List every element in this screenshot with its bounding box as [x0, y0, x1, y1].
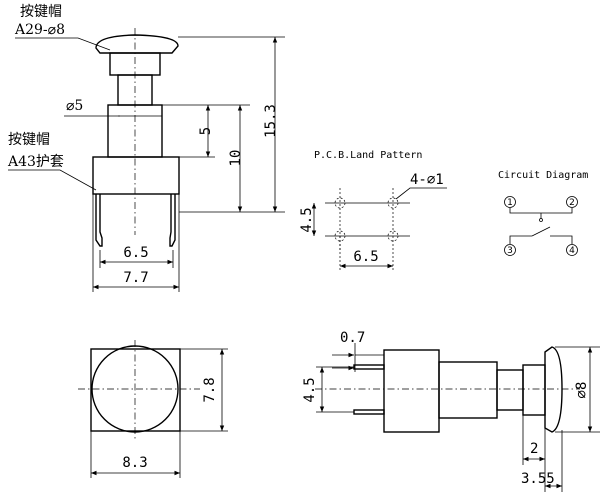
side-body [383, 349, 440, 433]
cap-name-label: 按键帽 [20, 4, 62, 20]
shaft-diameter-label: ⌀5 [66, 98, 83, 114]
pcb-hole-3 [334, 230, 346, 242]
pin-4 [566, 244, 578, 256]
side-terminal-top [353, 364, 385, 370]
sleeve-model-label: A43护套 [7, 154, 64, 170]
svg-text:2: 2 [569, 198, 575, 208]
dim-2-text: 2 [530, 441, 538, 457]
dim-6-5-text: 6.5 [123, 245, 148, 261]
side-cap [544, 346, 563, 433]
pin-1 [504, 196, 516, 208]
dim-4-5-side-text: 4.5 [302, 377, 318, 402]
front-view: 按键帽 A29-⌀8 ⌀5 按键帽 A43护套 5 10 15.3 6.5 [7, 4, 285, 292]
side-cap-stem [522, 364, 546, 416]
switch-blade [531, 226, 551, 237]
pcb-holes-leader [395, 187, 447, 200]
dim-0-7-text: 0.7 [340, 330, 365, 346]
side-shaft [438, 361, 498, 419]
sleeve-name-label: 按键帽 [8, 132, 50, 148]
dim-15-3-text: 15.3 [263, 104, 279, 138]
top-view-body [90, 348, 181, 432]
pcb-hole-1 [334, 197, 346, 209]
side-view: 0.7 4.5 ⌀8 2 3.55 [302, 330, 600, 492]
side-plunger [496, 369, 524, 411]
top-view: 7.8 8.3 [78, 340, 228, 478]
pin-3 [504, 244, 516, 256]
sleeve-leader [8, 169, 97, 191]
dim-d8-text: ⌀8 [574, 382, 590, 399]
pcb-pitch-h-text: 6.5 [353, 249, 378, 265]
pcb-hole-4 [387, 230, 399, 242]
circuit-title: Circuit Diagram [498, 170, 588, 181]
top-view-cap [91, 345, 179, 433]
dim-10-text: 10 [228, 150, 244, 167]
pcb-land-pattern: P.C.B.Land Pattern 4-⌀1 4.5 6.5 [299, 150, 447, 272]
svg-text:1: 1 [507, 198, 513, 208]
pcb-holes-label: 4-⌀1 [410, 172, 444, 188]
dim-8-3-text: 8.3 [122, 455, 147, 471]
side-terminal-bottom [353, 409, 385, 415]
cap-leader [15, 37, 111, 51]
svg-text:3: 3 [507, 246, 513, 256]
cap-top [95, 34, 179, 54]
pcb-hole-2 [387, 197, 399, 209]
pin-2 [566, 196, 578, 208]
dim-3-55-text: 3.55 [521, 471, 555, 487]
dim-7-8-text: 7.8 [202, 377, 218, 402]
cap-model-label: A29-⌀8 [14, 22, 65, 38]
pcb-title: P.C.B.Land Pattern [314, 150, 422, 161]
top-bus [509, 208, 573, 214]
sleeve-body [92, 156, 180, 195]
dim-5-text: 5 [198, 127, 214, 135]
circuit-diagram: Circuit Diagram 1 2 3 4 [498, 170, 588, 256]
terminal-right [169, 194, 176, 247]
dim-7-7-text: 7.7 [123, 270, 148, 286]
svg-text:4: 4 [569, 246, 575, 256]
terminal-left [95, 194, 103, 247]
pcb-pitch-v-text: 4.5 [299, 207, 315, 232]
